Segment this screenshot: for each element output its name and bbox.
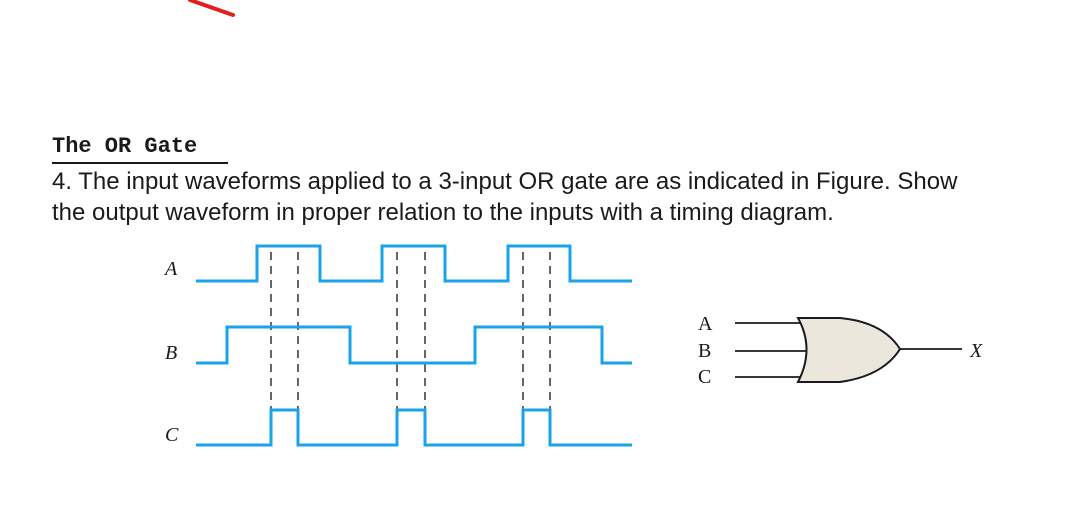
- waveform-c: [196, 408, 632, 447]
- question-text: 4. The input waveforms applied to a 3-in…: [52, 166, 1080, 228]
- gate-input-label-c: C: [698, 366, 711, 388]
- signal-label-c: C: [165, 424, 179, 446]
- waveform-a: [196, 244, 632, 283]
- gate-input-label-a: A: [698, 313, 713, 335]
- gate-output-label: X: [969, 340, 983, 362]
- or-gate-body: [796, 317, 902, 383]
- signal-label-b: B: [165, 342, 177, 364]
- gate-input-label-b: B: [698, 340, 711, 362]
- waveform-b: [196, 325, 632, 365]
- signal-label-a: A: [163, 258, 178, 280]
- red-pen-mark: [188, 0, 235, 17]
- question-line-2: the output waveform in proper relation t…: [52, 199, 834, 226]
- question-line-1: 4. The input waveforms applied to a 3-in…: [52, 168, 958, 195]
- or-gate-symbol: [735, 317, 962, 383]
- section-heading: The OR Gate: [52, 134, 228, 164]
